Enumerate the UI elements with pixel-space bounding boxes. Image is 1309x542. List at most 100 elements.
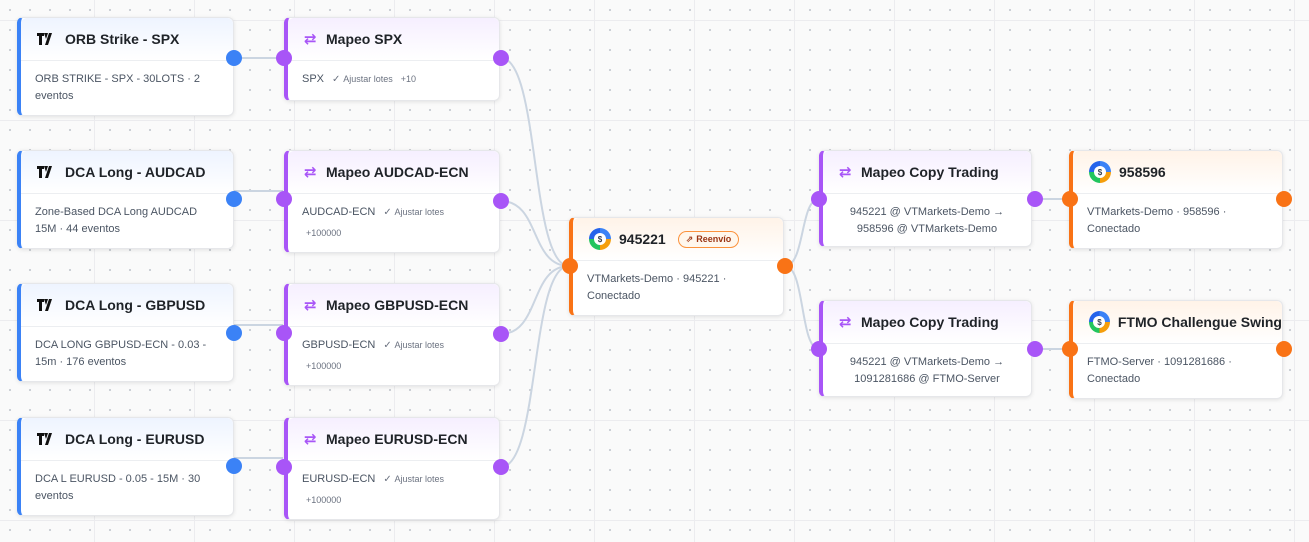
edge-mapping-hub-3 — [500, 265, 570, 335]
adjust-lots-label: ✓ Ajustar lotes — [383, 340, 445, 351]
mapping-body: EURUSD-ECN ✓ Ajustar lotes +100000 — [288, 461, 499, 519]
mapping-output-handle[interactable] — [1027, 341, 1043, 357]
account-title: 958596 — [1119, 164, 1166, 180]
mapping-node-header: ⇄ Mapeo Copy Trading — [823, 301, 1031, 344]
swap-arrows-icon: ⇄ — [304, 31, 317, 48]
mapping-body: 945221 @ VTMarkets-Demo → 1091281686 @ F… — [823, 344, 1031, 398]
source-title: DCA Long - AUDCAD — [65, 164, 206, 180]
swap-arrows-icon: ⇄ — [304, 164, 317, 181]
mapping-title: Mapeo Copy Trading — [861, 164, 999, 180]
source-node-header: ORB Strike - SPX — [21, 18, 233, 61]
swap-arrows-icon: ⇄ — [839, 314, 852, 331]
target-account-ftmo[interactable]: $ FTMO Challengue Swing FTMO-Server · 10… — [1069, 300, 1283, 399]
edge-hub-copy-1 — [784, 198, 820, 267]
lot-adjust-value: +100000 — [306, 361, 342, 371]
adjust-lots-label: ✓ Ajustar lotes — [383, 207, 445, 218]
account-input-handle[interactable] — [1062, 191, 1078, 207]
hub-account-node[interactable]: $ 945221 ⇗Reenvío VTMarkets-Demo · 94522… — [569, 217, 784, 316]
source-output-handle[interactable] — [226, 458, 242, 474]
check-icon: ✓ — [383, 474, 395, 485]
mapping-node-audcad[interactable]: ⇄ Mapeo AUDCAD-ECN AUDCAD-ECN ✓ Ajustar … — [284, 150, 500, 253]
check-icon: ✓ — [332, 74, 344, 85]
source-output-handle[interactable] — [226, 191, 242, 207]
swap-arrows-icon: ⇄ — [304, 297, 317, 314]
source-output-handle[interactable] — [226, 325, 242, 341]
source-description: ORB STRIKE - SPX - 30LOTS · 2 eventos — [35, 73, 201, 102]
mapping-title: Mapeo GBPUSD-ECN — [326, 297, 469, 313]
metatrader-icon: $ — [589, 228, 611, 250]
source-node-dca-gbpusd[interactable]: DCA Long - GBPUSD DCA LONG GBPUSD-ECN - … — [17, 283, 234, 382]
source-node-dca-audcad[interactable]: DCA Long - AUDCAD Zone-Based DCA Long AU… — [17, 150, 234, 249]
source-title: ORB Strike - SPX — [65, 31, 180, 47]
tradingview-icon — [37, 432, 57, 446]
forward-icon: ⇗ — [685, 233, 694, 244]
mapping-input-handle[interactable] — [276, 191, 292, 207]
mapping-node-header: ⇄ Mapeo Copy Trading — [823, 151, 1031, 194]
mapping-node-header: ⇄ Mapeo AUDCAD-ECN — [288, 151, 499, 194]
mapping-input-handle[interactable] — [811, 191, 827, 207]
mapping-symbol-row: EURUSD-ECN ✓ Ajustar lotes — [302, 471, 485, 488]
check-icon: ✓ — [383, 340, 395, 351]
account-node-header: $ 945221 ⇗Reenvío — [573, 218, 783, 261]
account-node-header: $ FTMO Challengue Swing — [1073, 301, 1282, 344]
mapping-node-header: ⇄ Mapeo SPX — [288, 18, 499, 61]
mapping-output-handle[interactable] — [493, 459, 509, 475]
account-output-handle[interactable] — [777, 258, 793, 274]
mapping-input-handle[interactable] — [276, 459, 292, 475]
account-title: FTMO Challengue Swing — [1117, 314, 1282, 330]
adjust-lots-label: ✓ Ajustar lotes — [383, 474, 445, 485]
swap-arrows-icon: ⇄ — [304, 431, 317, 448]
account-description: VTMarkets-Demo · 958596 · Conectado — [1087, 206, 1227, 235]
forward-badge: ⇗Reenvío — [677, 230, 740, 248]
copy-route-from: 945221 @ VTMarkets-Demo → — [849, 356, 1005, 368]
mapping-node-spx[interactable]: ⇄ Mapeo SPX SPX ✓ Ajustar lotes +10 — [284, 17, 500, 101]
mapping-input-handle[interactable] — [276, 50, 292, 66]
account-node-header: $ 958596 — [1073, 151, 1282, 194]
tradingview-icon — [37, 298, 57, 312]
source-title: DCA Long - EURUSD — [65, 431, 205, 447]
mapping-title: Mapeo Copy Trading — [861, 314, 999, 330]
source-node-dca-eurusd[interactable]: DCA Long - EURUSD DCA L EURUSD - 0.05 - … — [17, 417, 234, 516]
account-description: FTMO-Server · 1091281686 · Conectado — [1087, 356, 1232, 385]
mapping-output-handle[interactable] — [493, 50, 509, 66]
source-description: Zone-Based DCA Long AUDCAD 15M · 44 even… — [35, 206, 198, 235]
mapping-output-handle[interactable] — [1027, 191, 1043, 207]
account-input-handle[interactable] — [562, 258, 578, 274]
copy-route-to: 958596 @ VTMarkets-Demo — [856, 223, 998, 235]
metatrader-icon: $ — [1089, 311, 1110, 333]
source-node-header: DCA Long - EURUSD — [21, 418, 233, 461]
mapping-symbol: EURUSD-ECN — [302, 473, 376, 485]
swap-arrows-icon: ⇄ — [839, 164, 852, 181]
account-output-handle[interactable] — [1276, 191, 1292, 207]
adjust-lots-label: ✓ Ajustar lotes — [332, 74, 393, 85]
source-output-handle[interactable] — [226, 50, 242, 66]
account-output-handle[interactable] — [1276, 341, 1292, 357]
mapping-body: 945221 @ VTMarkets-Demo → 958596 @ VTMar… — [823, 194, 1031, 248]
source-node-header: DCA Long - AUDCAD — [21, 151, 233, 194]
mapping-body: AUDCAD-ECN ✓ Ajustar lotes +100000 — [288, 194, 499, 252]
mapping-body: GBPUSD-ECN ✓ Ajustar lotes +100000 — [288, 327, 499, 385]
copy-trading-mapping-2[interactable]: ⇄ Mapeo Copy Trading 945221 @ VTMarkets-… — [819, 300, 1032, 397]
mapping-symbol-row: SPX ✓ Ajustar lotes +10 — [302, 71, 485, 88]
check-icon: ✓ — [383, 207, 395, 218]
metatrader-icon: $ — [1089, 161, 1111, 183]
edge-mapping-hub-1 — [500, 57, 570, 267]
mapping-symbol: AUDCAD-ECN — [302, 206, 376, 218]
mapping-output-handle[interactable] — [493, 193, 509, 209]
mapping-title: Mapeo EURUSD-ECN — [326, 431, 468, 447]
copy-trading-mapping-1[interactable]: ⇄ Mapeo Copy Trading 945221 @ VTMarkets-… — [819, 150, 1032, 247]
mapping-node-header: ⇄ Mapeo EURUSD-ECN — [288, 418, 499, 461]
tradingview-icon — [37, 32, 57, 46]
source-node-orb-spx[interactable]: ORB Strike - SPX ORB STRIKE - SPX - 30LO… — [17, 17, 234, 116]
mapping-symbol-row: AUDCAD-ECN ✓ Ajustar lotes — [302, 204, 485, 221]
mapping-output-handle[interactable] — [493, 326, 509, 342]
mapping-symbol-row: GBPUSD-ECN ✓ Ajustar lotes — [302, 337, 485, 354]
edge-mapping-hub-4 — [500, 265, 570, 468]
mapping-node-gbpusd[interactable]: ⇄ Mapeo GBPUSD-ECN GBPUSD-ECN ✓ Ajustar … — [284, 283, 500, 386]
mapping-input-handle[interactable] — [276, 325, 292, 341]
target-account-958596[interactable]: $ 958596 VTMarkets-Demo · 958596 · Conec… — [1069, 150, 1283, 249]
mapping-input-handle[interactable] — [811, 341, 827, 357]
account-input-handle[interactable] — [1062, 341, 1078, 357]
mapping-title: Mapeo AUDCAD-ECN — [326, 164, 469, 180]
mapping-node-eurusd[interactable]: ⇄ Mapeo EURUSD-ECN EURUSD-ECN ✓ Ajustar … — [284, 417, 500, 520]
